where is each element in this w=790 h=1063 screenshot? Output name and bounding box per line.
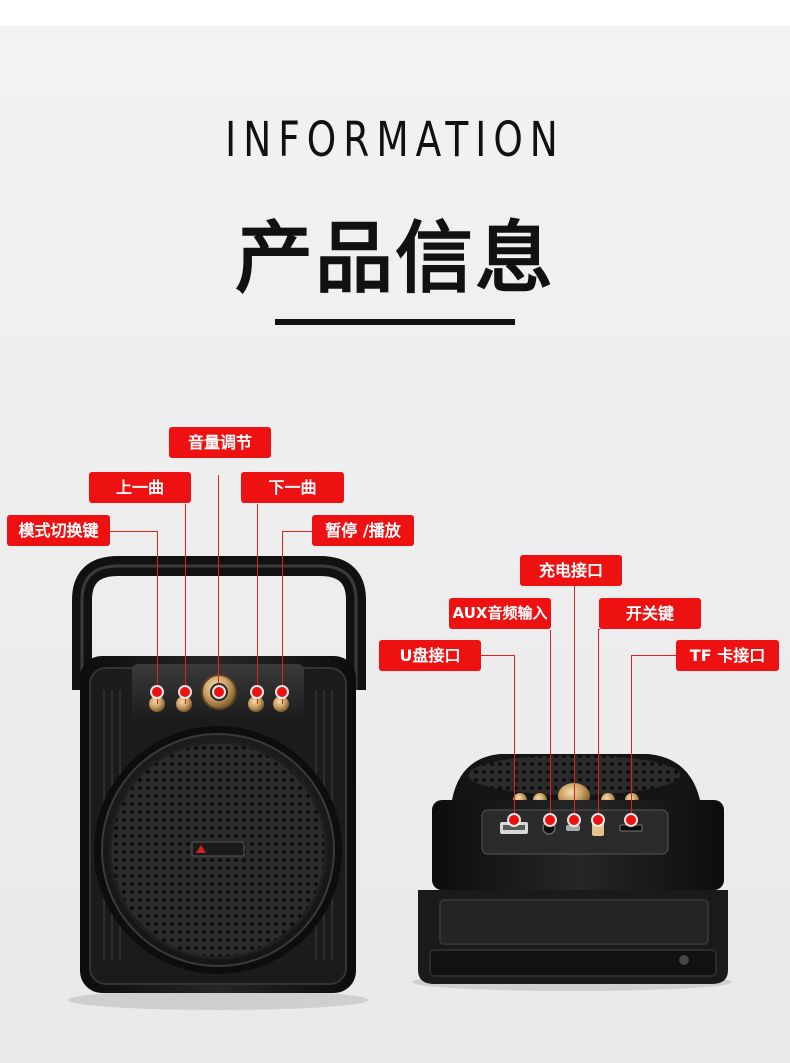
next-marker-dot (252, 687, 262, 697)
label-power-switch: 开关键 (599, 598, 701, 629)
charging-marker-dot (569, 815, 579, 825)
play-marker-dot (277, 687, 287, 697)
usb-callout-line-h (481, 655, 514, 656)
label-volume: 音量调节 (169, 427, 271, 458)
tf-marker-dot (626, 815, 636, 825)
rear-speaker (412, 754, 732, 991)
power-marker-dot (593, 815, 603, 825)
prev-marker-dot (180, 687, 190, 697)
tf-callout-line-h (631, 655, 676, 656)
front-speaker (68, 556, 368, 1010)
play-callout-line-h (282, 531, 312, 532)
charging-callout-line (574, 586, 575, 820)
label-mode-switch: 模式切换键 (7, 515, 110, 546)
power-callout-line-v (598, 629, 599, 820)
label-prev-track: 上一曲 (89, 472, 191, 503)
aux-callout-line (550, 630, 551, 820)
aux-marker-dot (545, 815, 555, 825)
top-white-strip (0, 0, 790, 26)
play-callout-line-v (282, 531, 283, 704)
label-tf-card-slot: TF 卡接口 (676, 640, 779, 671)
power-callout-line-h (598, 629, 600, 630)
volume-marker-dot (214, 687, 224, 697)
mode-marker-dot (152, 687, 162, 697)
usb-marker-dot (509, 815, 519, 825)
label-charging-port: 充电接口 (520, 555, 622, 586)
prev-callout-line (185, 504, 186, 704)
label-next-track: 下一曲 (241, 472, 344, 503)
heading-chinese: 产品信息 (234, 214, 555, 304)
label-usb-port: U盘接口 (379, 640, 481, 671)
usb-callout-line-v (514, 655, 515, 820)
mode-callout-line-v (157, 531, 158, 704)
heading-english: INFORMATION (225, 112, 565, 168)
volume-callout-line (218, 475, 219, 693)
heading-underline (275, 319, 515, 325)
mode-callout-line-h (110, 531, 158, 532)
tf-callout-line-v (631, 655, 632, 820)
next-callout-line (257, 504, 258, 704)
label-aux-input: AUX音频输入 (449, 598, 551, 629)
label-play-pause: 暂停 /播放 (312, 515, 414, 546)
